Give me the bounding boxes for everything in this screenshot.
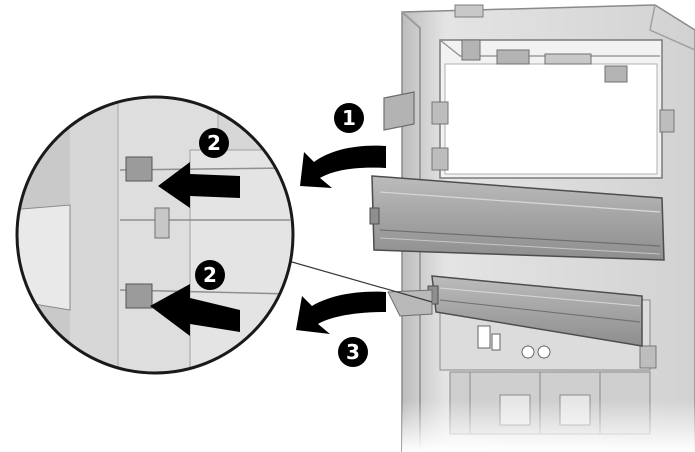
small-bezel-blank [387, 275, 643, 347]
detail-magnifier [15, 95, 295, 375]
step-number-1: 1 [342, 106, 356, 130]
step-number-2-upper: 2 [207, 131, 221, 155]
step-marker-1: 1 [334, 103, 364, 133]
step-number-3: 3 [346, 340, 360, 364]
curved-arrow-step-3 [296, 291, 386, 334]
step-marker-3: 3 [338, 337, 368, 367]
push-arrow-lower [150, 284, 240, 336]
step-marker-2-lower: 2 [195, 260, 225, 290]
step-number-2-lower: 2 [203, 263, 217, 287]
chassis-tab [383, 91, 415, 131]
curved-arrow-step-1 [300, 145, 386, 188]
step-marker-2-upper: 2 [199, 128, 229, 158]
large-bezel-blank [369, 175, 665, 261]
callout-leader-line [277, 257, 433, 303]
push-arrow-upper [158, 162, 240, 208]
